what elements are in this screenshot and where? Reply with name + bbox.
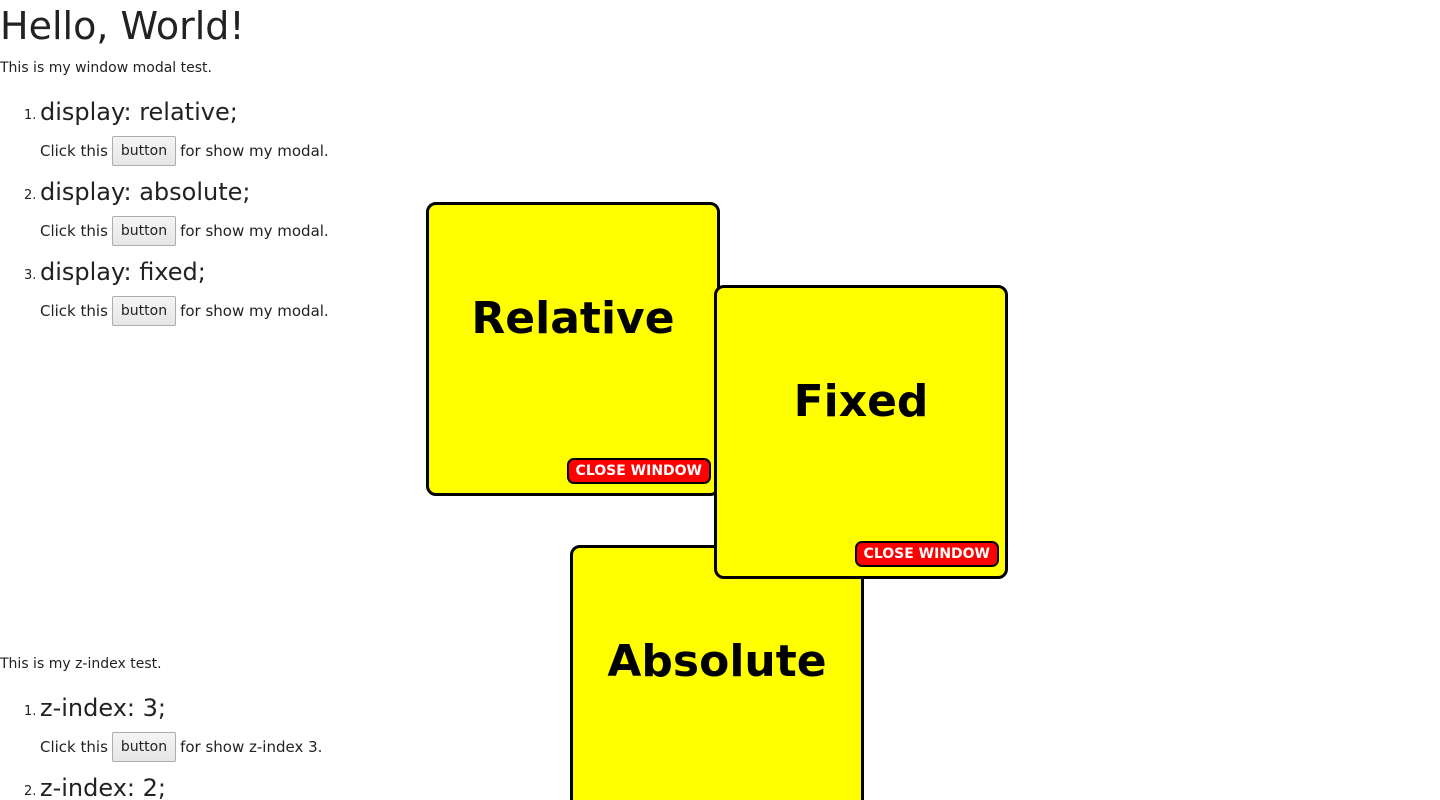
relative-modal: Relative CLOSE WINDOW [426, 202, 720, 496]
close-window-button[interactable]: CLOSE WINDOW [854, 541, 999, 567]
list-item-number: 2. [24, 784, 37, 799]
list-item-number: 1. [24, 704, 37, 719]
list-item-line: Click this button for show my modal. [40, 296, 329, 326]
zindex-test-intro: This is my z-index test. [0, 656, 162, 672]
list-item-title: z-index: 2; [40, 774, 166, 800]
modal-test-intro: This is my window modal test. [0, 60, 212, 76]
fixed-modal: Fixed CLOSE WINDOW [714, 285, 1008, 579]
list-item-line: Click this button for show my modal. [40, 216, 329, 246]
show-absolute-modal-button[interactable]: button [111, 216, 177, 246]
list-item-title: display: relative; [40, 98, 238, 126]
list-item-text-before: Click this [40, 222, 108, 240]
show-relative-modal-button[interactable]: button [111, 136, 177, 166]
list-item-text-after: for show my modal. [180, 302, 329, 320]
list-item-number: 1. [24, 108, 37, 123]
list-item-number: 2. [24, 188, 37, 203]
close-window-button[interactable]: CLOSE WINDOW [566, 458, 711, 484]
list-item-text-after: for show my modal. [180, 142, 329, 160]
modal-title: Absolute [607, 636, 827, 687]
list-item-title: z-index: 3; [40, 694, 166, 722]
list-item-line: Click this button for show z-index 3. [40, 732, 322, 762]
list-item-title: display: absolute; [40, 178, 251, 206]
absolute-modal: Absolute [570, 545, 864, 800]
list-item-title: display: fixed; [40, 258, 206, 286]
list-item-text-before: Click this [40, 142, 108, 160]
modal-title: Relative [471, 293, 675, 344]
show-fixed-modal-button[interactable]: button [111, 296, 177, 326]
list-item-text-before: Click this [40, 738, 108, 756]
list-item-text-after: for show my modal. [180, 222, 329, 240]
list-item-number: 3. [24, 268, 37, 283]
list-item-text-after: for show z-index 3. [180, 738, 323, 756]
show-zindex-3-button[interactable]: button [111, 732, 177, 762]
page-title: Hello, World! [0, 4, 245, 48]
list-item-text-before: Click this [40, 302, 108, 320]
modal-title: Fixed [793, 376, 929, 427]
list-item-line: Click this button for show my modal. [40, 136, 329, 166]
